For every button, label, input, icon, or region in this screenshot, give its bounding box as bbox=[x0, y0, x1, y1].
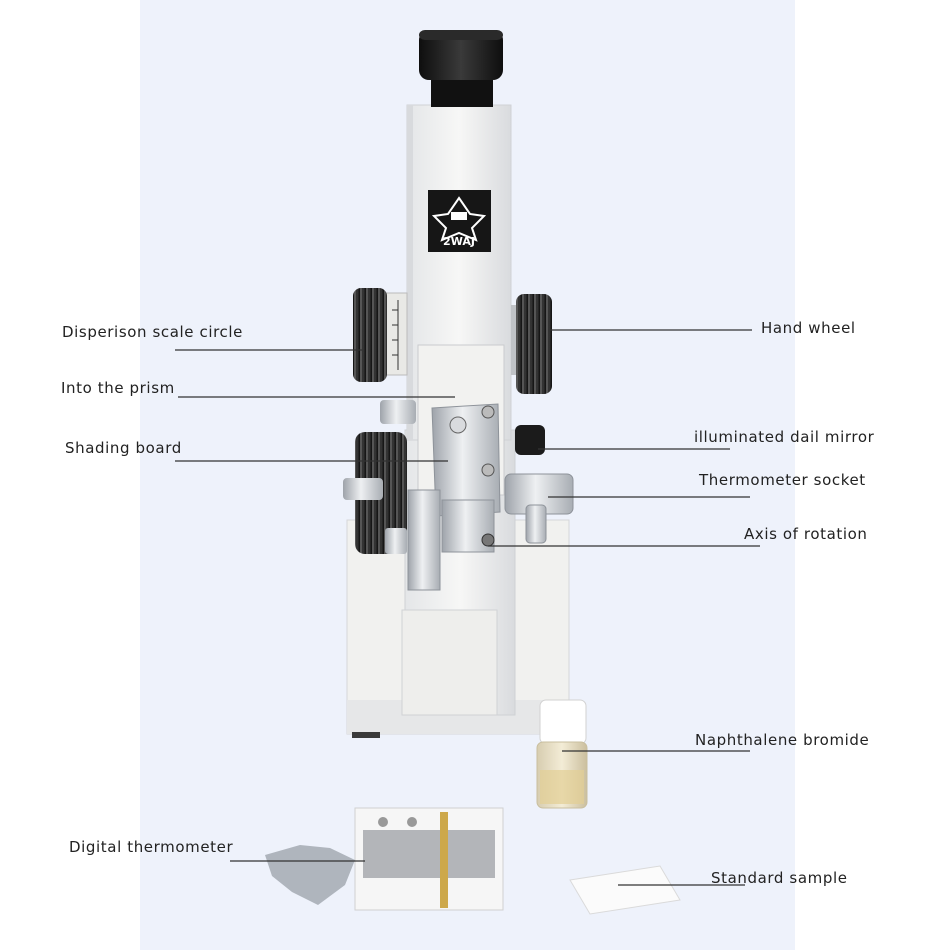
label-dispersion-scale-circle: Disperison scale circle bbox=[62, 323, 243, 341]
dispersion-scale-knob bbox=[353, 288, 408, 382]
label-shading-board: Shading board bbox=[65, 439, 182, 457]
eyepiece bbox=[419, 30, 503, 107]
label-hand-wheel: Hand wheel bbox=[761, 319, 856, 337]
naphthalene-vial bbox=[536, 699, 588, 809]
label-illuminated-dail-mirror: illuminated dail mirror bbox=[694, 428, 875, 446]
label-into-the-prism: Into the prism bbox=[61, 379, 175, 397]
badge-text: 2WAJ bbox=[443, 235, 475, 248]
label-naphthalene-bromide: Naphthalene bromide bbox=[695, 731, 870, 749]
thermometer-socket bbox=[504, 473, 574, 544]
logo-badge bbox=[428, 190, 491, 252]
digital-thermometer bbox=[265, 807, 504, 911]
label-axis-of-rotation: Axis of rotation bbox=[744, 525, 868, 543]
label-standard-sample: Standard sample bbox=[711, 869, 848, 887]
label-thermometer-socket: Thermometer socket bbox=[699, 471, 866, 489]
hand-wheel-knob bbox=[511, 294, 552, 394]
illuminated-dial-mirror bbox=[515, 425, 545, 455]
label-digital-thermometer: Digital thermometer bbox=[69, 838, 234, 856]
standard-sample bbox=[569, 865, 681, 915]
lower-left-knob bbox=[343, 400, 416, 554]
prism-assembly bbox=[407, 344, 505, 591]
leader-lines bbox=[175, 329, 760, 886]
